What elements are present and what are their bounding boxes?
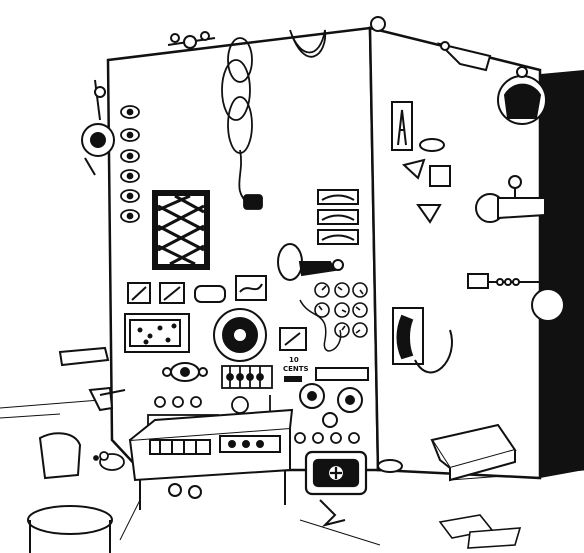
lower-knobs: [294, 432, 360, 444]
side-shadow: [530, 70, 584, 478]
knob-column: [120, 105, 140, 223]
small-bowl: [377, 459, 403, 473]
scattered-papers: [438, 514, 522, 549]
coin-slot: [284, 376, 302, 382]
control-console: [128, 408, 294, 510]
switch-bank: [221, 365, 273, 389]
mouthpiece: [277, 243, 344, 281]
textured-panel: [124, 313, 190, 353]
right-plug: [467, 273, 565, 322]
coin-slot-meter: [279, 327, 307, 351]
output-slot: [304, 450, 368, 496]
coin-unit-label: CENTS: [283, 365, 309, 373]
dial-gauges: [314, 282, 368, 338]
cup-holder: [58, 346, 126, 412]
stool: [27, 432, 113, 553]
alarm-bell: [497, 66, 547, 125]
corner-rivet: [370, 16, 386, 32]
lattice-window: [152, 190, 210, 270]
mouse-character: [93, 451, 125, 471]
framed-pictures: [391, 101, 451, 224]
wall-telephone: [392, 307, 453, 374]
speaker: [213, 308, 267, 362]
delivery-tray: [430, 423, 517, 482]
tape-reels: [299, 367, 369, 428]
knob-row: [162, 362, 208, 382]
coiled-cable: [221, 37, 263, 210]
top-handle: [436, 41, 492, 72]
side-faucet: [475, 175, 584, 223]
gauge-wires: [299, 299, 342, 352]
vent-slots: [317, 189, 359, 245]
coin-value-label: 10: [289, 356, 299, 364]
hanging-wire: [289, 29, 327, 58]
top-valve: [167, 31, 216, 49]
small-screens: [127, 275, 267, 304]
floor-debris: [319, 499, 346, 527]
left-mechanism: [81, 79, 115, 176]
